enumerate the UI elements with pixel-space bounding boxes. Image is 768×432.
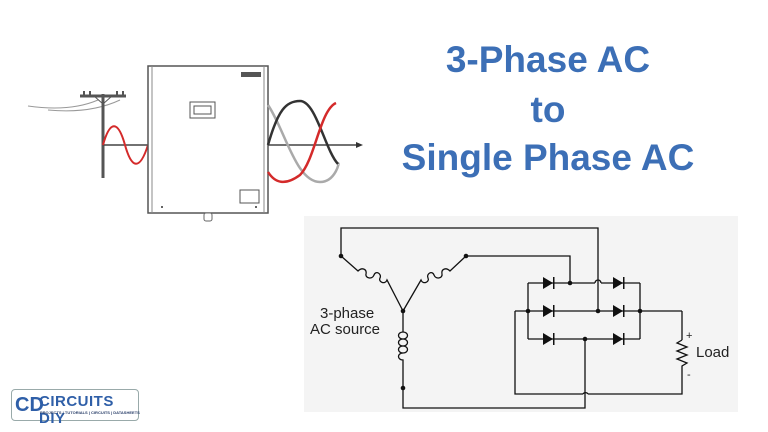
junction-dots xyxy=(338,253,643,391)
source-label-1: 3-phase xyxy=(320,305,374,322)
diodes xyxy=(543,277,625,345)
circuit-background xyxy=(304,216,738,412)
diode-icon xyxy=(543,333,553,345)
source-label-2: AC source xyxy=(310,321,380,338)
converter-badge xyxy=(241,72,261,77)
utility-pole-icon xyxy=(80,91,126,178)
title-line-2: to xyxy=(530,89,566,130)
diode-icon xyxy=(613,277,623,289)
circuits-diy-logo[interactable]: CD CIRCUITS DIY PROJECTS | TUTORIALS | C… xyxy=(11,389,140,427)
winding-bottom xyxy=(397,311,409,388)
output-wave-red xyxy=(266,101,337,184)
input-sine-wave xyxy=(102,125,149,165)
load-label: Load xyxy=(696,344,729,361)
diode-icon xyxy=(613,333,623,345)
output-wave-gray xyxy=(266,104,340,184)
minus-label: - xyxy=(687,369,691,381)
diode-icon xyxy=(543,277,553,289)
logo-mark: CD xyxy=(15,394,44,416)
power-line-wires xyxy=(27,99,121,112)
axis-arrow-icon xyxy=(356,142,363,148)
wire xyxy=(340,227,599,311)
circuit-diagram: 3-phase AC source Load + - xyxy=(304,216,738,412)
converter-box xyxy=(147,65,269,214)
title-line-3: Single Phase AC xyxy=(401,137,695,178)
output-wave-dark xyxy=(266,99,339,165)
wire xyxy=(466,255,571,283)
converter-port xyxy=(239,189,260,204)
title-line-1: 3-Phase AC xyxy=(445,39,651,80)
wire xyxy=(514,311,683,395)
wire xyxy=(402,338,586,409)
load-resistor xyxy=(675,339,689,370)
plus-label: + xyxy=(686,330,692,342)
converter-illustration xyxy=(27,65,363,222)
logo-name: CIRCUITS DIY xyxy=(39,393,114,427)
diode-icon xyxy=(613,305,623,317)
diode-icon xyxy=(543,305,553,317)
winding-left xyxy=(340,255,404,312)
winding-right xyxy=(402,255,467,312)
logo-tagline: PROJECTS | TUTORIALS | CIRCUITS | DATASH… xyxy=(40,410,140,415)
